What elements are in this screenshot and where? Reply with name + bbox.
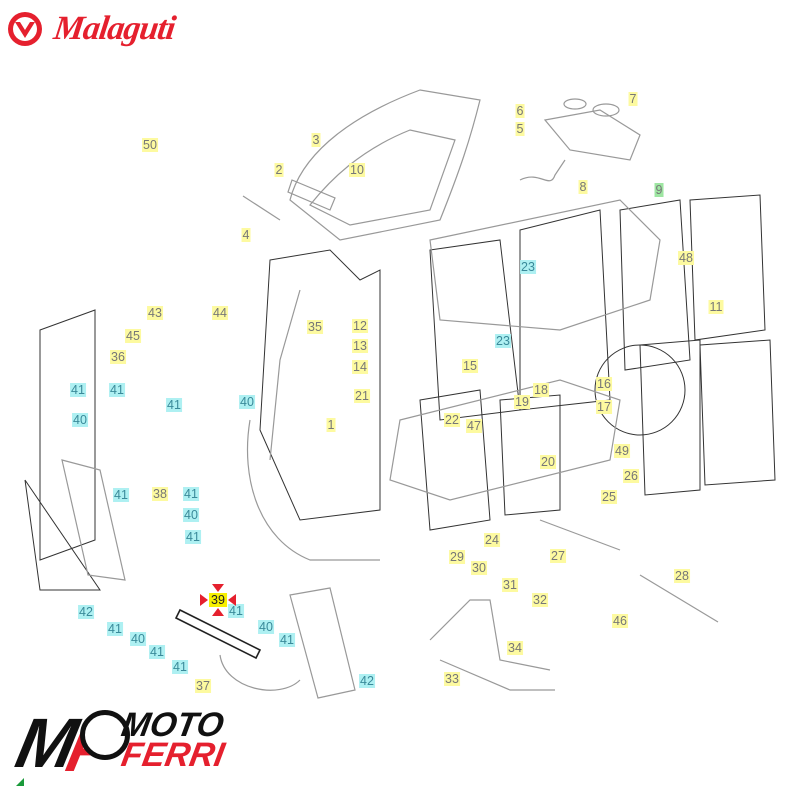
part-label-27[interactable]: 27 [550, 549, 566, 563]
part-label-41[interactable]: 41 [172, 660, 188, 674]
part-label-49[interactable]: 49 [614, 444, 630, 458]
part-label-9[interactable]: 9 [654, 183, 664, 197]
part-label-14[interactable]: 14 [352, 360, 368, 374]
part-label-41[interactable]: 41 [185, 530, 201, 544]
part-label-41[interactable]: 41 [279, 633, 295, 647]
part-label-2[interactable]: 2 [274, 163, 284, 177]
part-label-21[interactable]: 21 [354, 389, 370, 403]
part-label-12[interactable]: 12 [352, 319, 368, 333]
part-label-19[interactable]: 19 [514, 395, 530, 409]
part-label-40[interactable]: 40 [239, 395, 255, 409]
part-label-40[interactable]: 40 [130, 632, 146, 646]
part-label-5[interactable]: 5 [515, 122, 525, 136]
part-label-15[interactable]: 15 [462, 359, 478, 373]
part-label-10[interactable]: 10 [349, 163, 365, 177]
part-label-31[interactable]: 31 [502, 578, 518, 592]
part-label-26[interactable]: 26 [623, 469, 639, 483]
part-label-41[interactable]: 41 [70, 383, 86, 397]
part-label-34[interactable]: 34 [507, 641, 523, 655]
part-label-38[interactable]: 38 [152, 487, 168, 501]
part-label-37[interactable]: 37 [195, 679, 211, 693]
part-label-8[interactable]: 8 [578, 180, 588, 194]
part-label-41[interactable]: 41 [149, 645, 165, 659]
part-label-11[interactable]: 11 [708, 300, 724, 314]
logo-ferri-text: FERRI [118, 736, 228, 774]
part-label-50[interactable]: 50 [142, 138, 158, 152]
part-label-40[interactable]: 40 [72, 413, 88, 427]
part-label-16[interactable]: 16 [596, 377, 612, 391]
part-label-41[interactable]: 41 [183, 487, 199, 501]
part-label-23[interactable]: 23 [495, 334, 511, 348]
part-label-43[interactable]: 43 [147, 306, 163, 320]
part-label-30[interactable]: 30 [471, 561, 487, 575]
part-label-24[interactable]: 24 [484, 533, 500, 547]
part-label-46[interactable]: 46 [612, 614, 628, 628]
part-label-6[interactable]: 6 [515, 104, 525, 118]
part-label-42[interactable]: 42 [78, 605, 94, 619]
part-label-1[interactable]: 1 [326, 418, 336, 432]
part-label-36[interactable]: 36 [110, 350, 126, 364]
part-label-22[interactable]: 22 [444, 413, 460, 427]
malaguti-logo: Malaguti [8, 10, 177, 48]
part-label-7[interactable]: 7 [628, 92, 638, 106]
speedometer-icon [80, 710, 130, 760]
part-label-20[interactable]: 20 [540, 455, 556, 469]
part-label-35[interactable]: 35 [307, 320, 323, 334]
part-label-41[interactable]: 41 [109, 383, 125, 397]
watermark-outline [24, 194, 776, 591]
selected-part-marker[interactable]: 39 [198, 580, 238, 620]
part-label-4[interactable]: 4 [241, 228, 251, 242]
part-label-23[interactable]: 23 [520, 260, 536, 274]
part-label-40[interactable]: 40 [258, 620, 274, 634]
part-label-44[interactable]: 44 [212, 306, 228, 320]
italian-flag-icon [16, 778, 24, 786]
part-label-41[interactable]: 41 [166, 398, 182, 412]
part-label-33[interactable]: 33 [444, 672, 460, 686]
selected-part-label[interactable]: 39 [209, 593, 227, 607]
part-label-13[interactable]: 13 [352, 339, 368, 353]
part-label-42[interactable]: 42 [359, 674, 375, 688]
part-label-18[interactable]: 18 [533, 383, 549, 397]
part-label-40[interactable]: 40 [183, 508, 199, 522]
part-label-48[interactable]: 48 [678, 251, 694, 265]
part-label-25[interactable]: 25 [601, 490, 617, 504]
moto-ferri-logo: M F MOTO FERRI [10, 700, 227, 790]
part-label-29[interactable]: 29 [449, 550, 465, 564]
part-label-17[interactable]: 17 [596, 400, 612, 414]
malaguti-emblem-icon [8, 12, 42, 46]
part-label-28[interactable]: 28 [674, 569, 690, 583]
selection-arrows-icon [200, 584, 236, 616]
part-label-47[interactable]: 47 [466, 419, 482, 433]
part-label-41[interactable]: 41 [107, 622, 123, 636]
part-label-45[interactable]: 45 [125, 329, 141, 343]
part-label-32[interactable]: 32 [532, 593, 548, 607]
part-label-3[interactable]: 3 [311, 133, 321, 147]
part-label-41[interactable]: 41 [228, 604, 244, 618]
part-label-41[interactable]: 41 [113, 488, 129, 502]
